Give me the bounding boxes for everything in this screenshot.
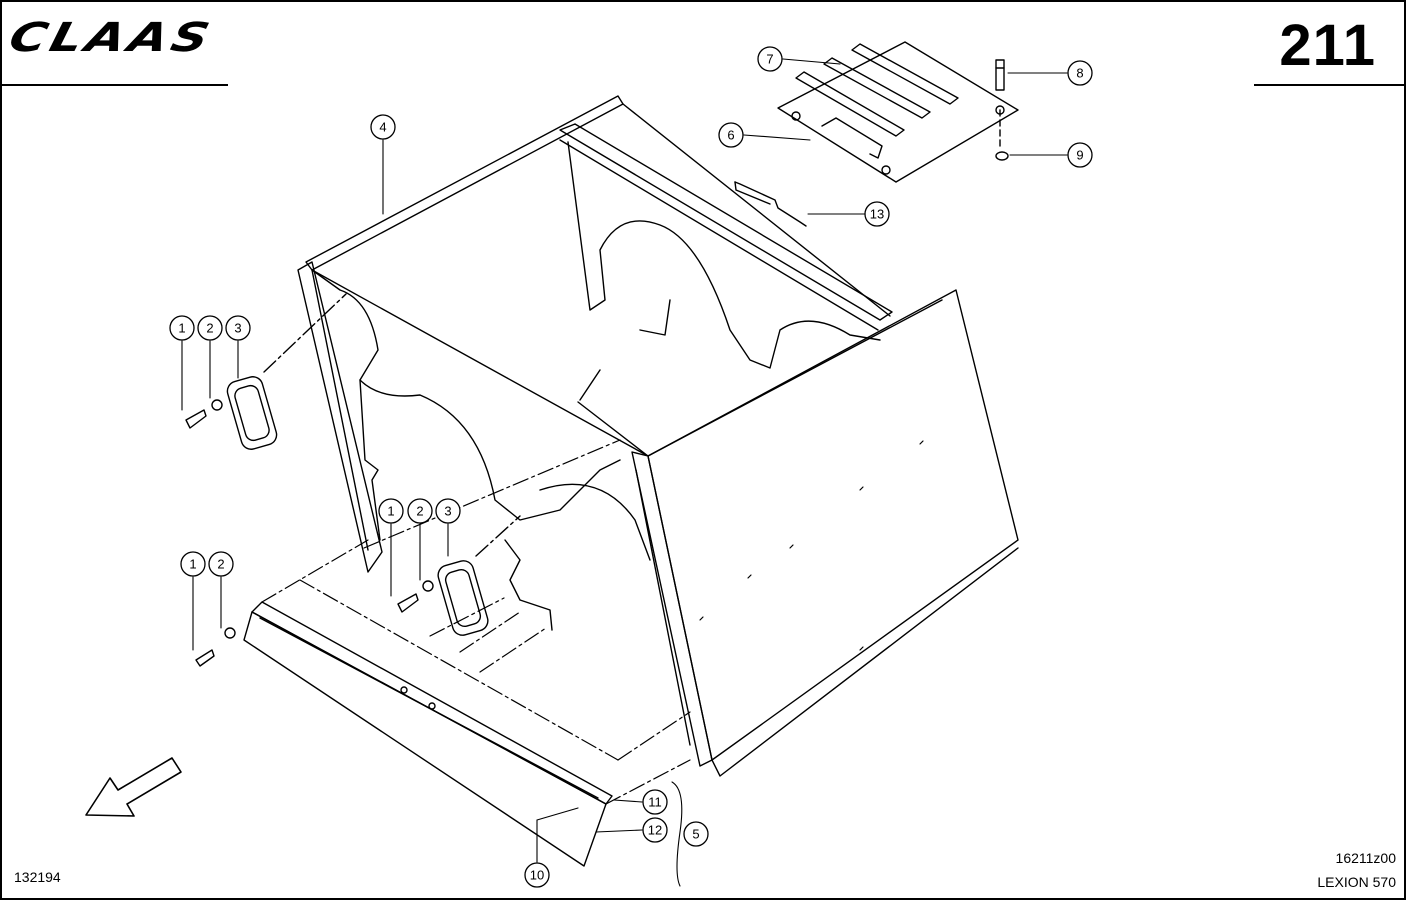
right-panel-flange [631,451,713,767]
svg-text:1: 1 [189,557,196,572]
housing-top-edge-far [622,103,891,317]
svg-text:11: 11 [648,795,662,810]
svg-text:2: 2 [416,504,423,519]
screw-1-rail [195,627,236,667]
callout-11: 11 [642,789,668,815]
model-name: LEXION 570 [1317,874,1396,890]
housing-inner-rear-edge [579,369,601,401]
housing-middle-panel-edge [504,539,553,631]
callout-3-upper: 3 [225,315,251,341]
right-panel-bottom-lip [711,547,1019,777]
svg-text:3: 3 [444,504,451,519]
svg-text:8: 8 [1076,66,1083,81]
strip-7c [795,71,905,137]
cover-3-lower [437,560,489,636]
leader-lines [181,58,1068,887]
header-rule-left [2,84,228,86]
right-panel-top-edge [647,299,943,457]
cover-3-upper [226,376,278,450]
callout-2-rail: 2 [208,551,234,577]
drawing-id: 132194 [14,869,61,885]
svg-text:1: 1 [178,321,185,336]
svg-text:9: 9 [1076,148,1083,163]
bolt-8 [995,59,1005,91]
housing-frame [297,95,893,631]
svg-text:12: 12 [648,823,662,838]
svg-text:3: 3 [234,321,241,336]
cover-plate-hole-c [881,165,891,175]
housing-left-panel [311,269,621,521]
cover-plate [777,41,1019,183]
housing-back-bulkhead [567,141,881,369]
svg-text:10: 10 [530,868,544,883]
callout-1-rail: 1 [180,551,206,577]
housing-right-panel [631,289,1019,777]
top-cover-plate [777,41,1019,183]
callout-2-upper: 2 [197,315,223,341]
right-panel-holes [699,440,924,651]
right-panel-flange-inner [635,469,691,746]
svg-text:1: 1 [387,504,394,519]
callout-1-upper: 1 [169,315,195,341]
nut-9 [995,151,1009,161]
cover-3-upper-axis [263,293,347,373]
callout-1-lower: 1 [378,498,404,524]
callout-12: 12 [642,817,668,843]
housing-top-front-flange [305,95,624,271]
screw-1-upper [185,399,223,429]
screw-1-lower [397,580,434,613]
svg-text:6: 6 [727,128,734,143]
cover-plate-bracket [821,117,883,159]
alignment-lines [261,439,691,805]
strip-7a [851,43,959,105]
header-rule-right [1254,84,1404,86]
housing-left-upright [297,261,383,573]
callout-6: 6 [718,122,744,148]
page-number: 211 [1279,13,1376,78]
callout-7: 7 [757,46,783,72]
bracket-13 [734,181,807,227]
strip-7b [823,57,931,119]
cover-plate-hole-a [791,111,801,121]
callout-balloons: 7 8 4 6 9 13 1 2 3 1 2 3 1 2 11 12 5 10 [169,46,1093,888]
housing-rear-rail [559,123,893,321]
svg-text:13: 13 [870,207,884,222]
svg-text:4: 4 [379,120,386,135]
svg-text:2: 2 [217,557,224,572]
housing-inner-floor-edge [577,401,649,457]
svg-text:2: 2 [206,321,213,336]
housing-top-edge-near [311,269,649,457]
figure-code: 16211z00 [1335,850,1396,866]
callout-13: 13 [864,201,890,227]
callout-10: 10 [524,862,550,888]
callout-8: 8 [1067,60,1093,86]
housing-back-cutout [639,299,671,336]
callout-4: 4 [370,114,396,140]
housing-left-panel-cutout-edge [359,379,381,541]
callout-5: 5 [683,821,709,847]
callout-3-lower: 3 [435,498,461,524]
callout-9: 9 [1067,142,1093,168]
direction-arrow-icon [85,757,182,817]
housing-rear-rail-edge [559,139,879,331]
rail-hole-b [428,702,436,710]
rail-hole-a [400,686,408,694]
cover-3-lower-axis [475,515,521,557]
svg-text:5: 5 [692,827,699,842]
housing-middle-panel [539,483,651,561]
bottom-angle-rail [243,601,613,867]
housing-left-upright-edge [311,269,369,551]
svg-text:7: 7 [766,52,773,67]
callout-2-lower: 2 [407,498,433,524]
